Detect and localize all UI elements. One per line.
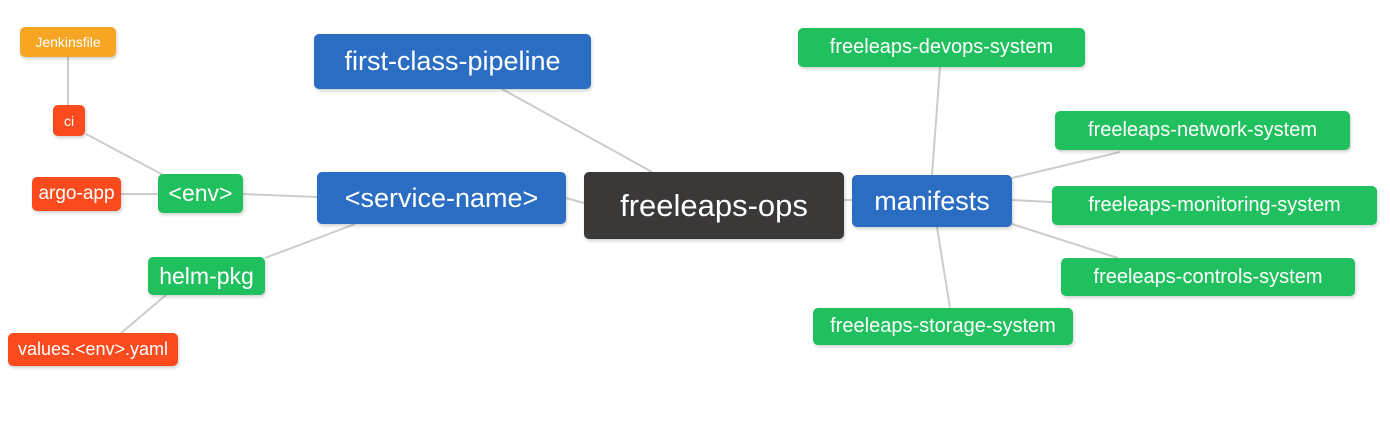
node-freeleaps-ops[interactable]: freeleaps-ops bbox=[584, 172, 844, 239]
edge-helm-pkg-service-name bbox=[264, 223, 356, 259]
node-first-class-pipeline[interactable]: first-class-pipeline bbox=[314, 34, 591, 89]
edge-fcp-ops bbox=[501, 88, 653, 173]
edge-env-service-name bbox=[242, 193, 318, 198]
node-argo-app[interactable]: argo-app bbox=[32, 177, 121, 211]
node-freeleaps-storage-system[interactable]: freeleaps-storage-system bbox=[813, 308, 1073, 345]
edge-manifests-controls bbox=[1011, 223, 1119, 259]
edge-manifests-devops bbox=[931, 66, 941, 176]
edge-values-helm-pkg bbox=[119, 294, 167, 335]
node-ci[interactable]: ci bbox=[53, 105, 85, 136]
edge-manifests-monitoring bbox=[1011, 199, 1053, 203]
node-helm-pkg[interactable]: helm-pkg bbox=[148, 257, 265, 295]
edge-manifests-storage bbox=[936, 226, 951, 309]
node-freeleaps-devops-system[interactable]: freeleaps-devops-system bbox=[798, 28, 1085, 67]
edge-ci-env bbox=[85, 133, 166, 177]
node-jenkinsfile[interactable]: Jenkinsfile bbox=[20, 27, 116, 57]
node-freeleaps-controls-system[interactable]: freeleaps-controls-system bbox=[1061, 258, 1355, 296]
edge-manifests-network bbox=[1011, 151, 1121, 179]
edge-service-name-ops bbox=[565, 197, 585, 204]
node-service-name[interactable]: <service-name> bbox=[317, 172, 566, 224]
node-env[interactable]: <env> bbox=[158, 174, 243, 213]
node-values-env-yaml[interactable]: values.<env>.yaml bbox=[8, 333, 178, 366]
node-freeleaps-monitoring-system[interactable]: freeleaps-monitoring-system bbox=[1052, 186, 1377, 225]
node-manifests[interactable]: manifests bbox=[852, 175, 1012, 227]
node-freeleaps-network-system[interactable]: freeleaps-network-system bbox=[1055, 111, 1350, 150]
